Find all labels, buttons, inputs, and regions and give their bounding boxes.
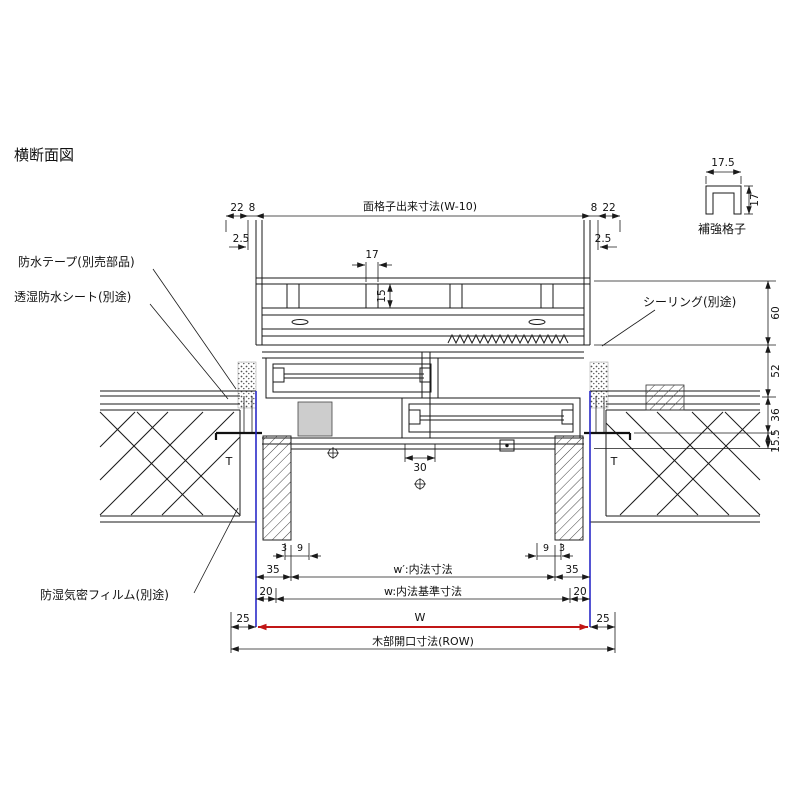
dim-bottom-left-35: 35 — [266, 564, 279, 576]
interior-posts — [262, 435, 584, 541]
label-breathable-sheet: 透湿防水シート(別途) — [14, 289, 131, 304]
sash-assembly: 30 — [262, 351, 584, 490]
dim-bottom-left-3: 3 — [281, 543, 287, 554]
blocking-hatched — [645, 384, 685, 411]
dim-bottom-left-9: 9 — [297, 543, 303, 554]
dim-top-left-22: 22 — [230, 202, 243, 214]
glazing-bead — [419, 367, 432, 383]
label-waterproof-tape: 防水テープ(別売部品) — [18, 254, 135, 269]
dim-right-15-5: 15.5 — [770, 429, 782, 452]
right-dimension-chain: 60 52 36 15.5 — [594, 280, 782, 453]
anchors: T T — [214, 431, 632, 468]
grille-clip — [286, 283, 300, 309]
dim-right-36: 36 — [770, 408, 782, 422]
serrated-strip — [447, 333, 569, 345]
fastener-symbol — [327, 447, 339, 459]
dim-clip-height: 15 — [376, 289, 388, 302]
frame-chamber — [297, 401, 333, 437]
glazing-bead — [272, 367, 285, 383]
top-dimension-chain: 22 8 面格子出来寸法(W-10) 8 22 2.5 2.5 — [225, 199, 621, 250]
dim-top-right-8: 8 — [591, 202, 598, 214]
dim-center-30: 30 — [413, 462, 426, 474]
drawing-title: 横断面図 — [14, 146, 74, 164]
label-sealing: シーリング(別途) — [643, 294, 736, 309]
lock-dot — [505, 443, 509, 448]
sealant-right — [589, 361, 609, 409]
dim-top-right-22: 22 — [602, 202, 615, 214]
label-moisture-film: 防湿気密フィルム(別途) — [40, 587, 169, 602]
post-left — [262, 435, 292, 541]
post-right — [554, 435, 584, 541]
detail-height-dim: 17 — [749, 193, 761, 206]
bottom-dimension-chains: 3 9 9 3 35 w′:内法寸法 35 20 w:内法基準寸法 20 25 … — [230, 543, 616, 653]
slot-hole — [528, 319, 546, 325]
dim-bottom-right-9: 9 — [543, 543, 549, 554]
dim-left-2-5: 2.5 — [233, 233, 250, 245]
dim-w-inner: w′:内法寸法 — [393, 562, 452, 576]
dim-right-52: 52 — [770, 364, 782, 377]
grille-clip — [540, 283, 554, 309]
lock-keeper — [499, 439, 515, 452]
glazing-bead — [561, 409, 574, 425]
anchor-label-right: T — [610, 455, 618, 468]
dim-row: 木部開口寸法(ROW) — [372, 634, 474, 648]
wall-right — [590, 384, 761, 523]
dim-bottom-right-25: 25 — [596, 613, 609, 625]
dim-right-60: 60 — [770, 306, 782, 319]
dim-top-left-8: 8 — [249, 202, 256, 214]
dim-grille-width: 面格子出来寸法(W-10) — [363, 199, 477, 213]
anchor-label-left: T — [225, 455, 233, 468]
sealing-backer — [237, 361, 609, 432]
outer-sash-frame — [265, 357, 439, 399]
grille-clip — [449, 283, 463, 309]
dim-bottom-left-20: 20 — [259, 586, 272, 598]
dim-clip-width: 17 — [365, 249, 378, 261]
reinforcement-grid-detail: 17.5 17 補強格子 — [698, 157, 761, 236]
sealant-left — [237, 361, 257, 409]
detail-width-dim: 17.5 — [711, 157, 734, 169]
dim-right-2-5: 2.5 — [595, 233, 612, 245]
dim-bottom-right-20: 20 — [573, 586, 586, 598]
fastener-symbol — [414, 478, 426, 490]
dim-bottom-right-3: 3 — [559, 543, 565, 554]
wall-left — [99, 390, 256, 523]
glazing-bead — [408, 409, 421, 425]
dim-bottom-left-25: 25 — [236, 613, 249, 625]
dim-bottom-right-35: 35 — [565, 564, 578, 576]
grille-clip — [365, 283, 379, 309]
slot-hole — [291, 319, 309, 325]
grid-channel-section — [705, 185, 742, 215]
grille-assembly: 17 15 — [255, 220, 591, 346]
dim-w: W — [415, 611, 426, 624]
callout-labels: 防水テープ(別売部品) 透湿防水シート(別途) シーリング(別途) 防湿気密フィ… — [14, 254, 736, 602]
dim-w-standard: w:内法基準寸法 — [384, 584, 462, 598]
detail-label: 補強格子 — [698, 221, 746, 236]
